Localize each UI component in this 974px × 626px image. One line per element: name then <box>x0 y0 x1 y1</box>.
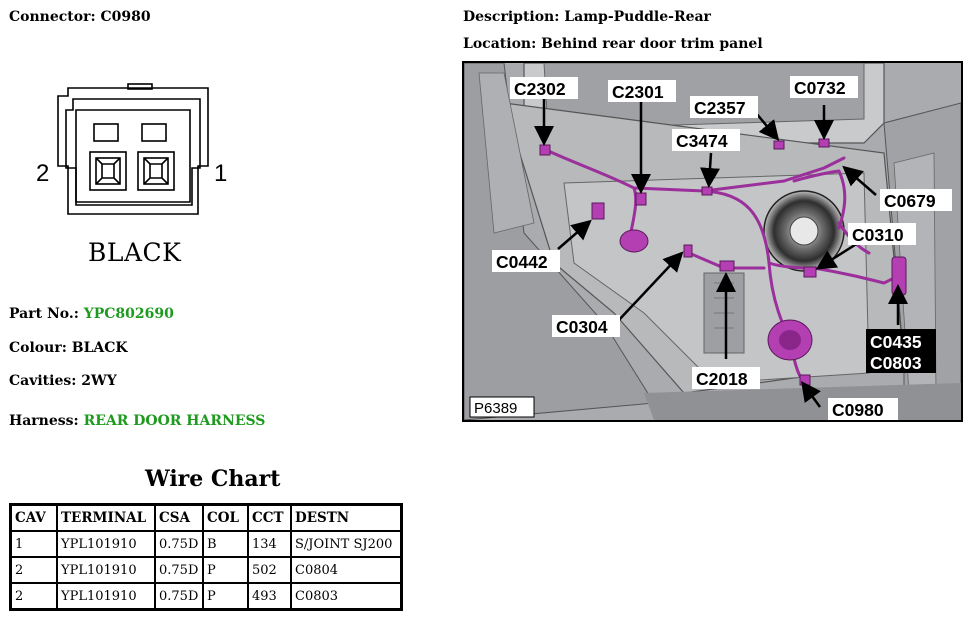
harness-label: Harness: <box>9 413 79 429</box>
cell-col: P <box>202 556 249 584</box>
cavities-label: Cavities: <box>9 373 77 389</box>
location-line: Location: Behind rear door trim panel <box>463 36 763 52</box>
door-panel-illustration: C2302 C2301 C2357 C0732 C3474 C0679 C031… <box>464 63 961 420</box>
callout-C0679: C0679 <box>884 191 936 211</box>
cavities-value: 2WY <box>81 373 117 389</box>
col-cav: CAV <box>9 503 58 532</box>
connector-C0980-body <box>799 374 811 386</box>
cell-terminal: YPL101910 <box>56 530 156 558</box>
cavities-line: Cavities: 2WY <box>9 373 117 389</box>
callout-C2302: C2302 <box>514 79 566 99</box>
description-line: Description: Lamp-Puddle-Rear <box>463 9 711 25</box>
callout-C0304: C0304 <box>556 317 608 337</box>
col-csa: CSA <box>154 503 204 532</box>
table-row: 2 YPL101910 0.75D P 502 C0804 <box>9 556 403 584</box>
connector-label: Connector: <box>9 9 96 25</box>
col-col: COL <box>202 503 249 532</box>
cell-csa: 0.75D <box>154 556 204 584</box>
cell-terminal: YPL101910 <box>56 556 156 584</box>
cell-csa: 0.75D <box>154 530 204 558</box>
cell-cav: 2 <box>9 556 58 584</box>
location-value: Behind rear door trim panel <box>541 36 763 52</box>
part-number-label: Part No.: <box>9 306 79 322</box>
cell-cct: 493 <box>247 582 292 611</box>
cell-col: P <box>202 582 249 611</box>
location-label: Location: <box>463 36 537 52</box>
cell-cav: 1 <box>9 530 58 558</box>
connector-heading: Connector: C0980 <box>9 9 151 25</box>
grommet-upper <box>619 229 649 253</box>
cell-cav: 2 <box>9 582 58 611</box>
callout-C2357: C2357 <box>694 98 746 118</box>
description-value: Lamp-Puddle-Rear <box>564 9 711 25</box>
wire-chart-title: Wire Chart <box>145 466 281 492</box>
connector-outline <box>57 87 209 215</box>
col-terminal: TERMINAL <box>56 503 156 532</box>
connector-C2018-body <box>719 260 735 272</box>
callout-C0803: C0803 <box>870 353 922 373</box>
cell-destn: C0803 <box>290 582 403 611</box>
wire-chart-table: CAV TERMINAL CSA COL CCT DESTN 1 YPL1019… <box>9 503 403 611</box>
wire-chart-header-row: CAV TERMINAL CSA COL CCT DESTN <box>9 503 403 532</box>
table-row: 2 YPL101910 0.75D P 493 C0803 <box>9 582 403 611</box>
cell-cct: 134 <box>247 530 292 558</box>
callout-C0310: C0310 <box>852 225 904 245</box>
connector-C2357-body <box>773 140 785 150</box>
callout-C3474: C3474 <box>676 131 728 151</box>
part-number-link[interactable]: YPC802690 <box>83 306 174 322</box>
callout-C0442: C0442 <box>496 252 548 272</box>
connector-face-diagram <box>57 83 209 215</box>
cell-cct: 502 <box>247 556 292 584</box>
colour-value: BLACK <box>71 340 128 356</box>
connector-latch <box>127 83 153 90</box>
connector-C0732-body <box>818 138 830 148</box>
colour-label: Colour: <box>9 340 67 356</box>
connector-C0304-body <box>683 244 693 258</box>
connector-color-label: BLACK <box>88 238 182 267</box>
callout-C2301: C2301 <box>612 82 664 102</box>
connector-C0442-body <box>591 202 605 220</box>
part-number-line: Part No.: YPC802690 <box>9 306 174 322</box>
colour-line: Colour: BLACK <box>9 340 128 356</box>
connector-C2301-body <box>635 192 647 206</box>
description-label: Description: <box>463 9 560 25</box>
connector-id: C0980 <box>100 9 151 25</box>
pin-label-1: 1 <box>214 160 228 187</box>
cell-col: B <box>202 530 249 558</box>
col-destn: DESTN <box>290 503 403 532</box>
cell-terminal: YPL101910 <box>56 582 156 611</box>
cavity-2 <box>89 151 127 191</box>
cavity-1 <box>137 151 175 191</box>
callout-C2018: C2018 <box>696 369 748 389</box>
cell-csa: 0.75D <box>154 582 204 611</box>
callout-C0732: C0732 <box>794 78 846 98</box>
cell-destn: C0804 <box>290 556 403 584</box>
cell-destn: S/JOINT SJ200 <box>290 530 403 558</box>
table-row: 1 YPL101910 0.75D B 134 S/JOINT SJ200 <box>9 530 403 558</box>
figure-id: P6389 <box>474 400 517 417</box>
callout-C0980: C0980 <box>832 400 884 420</box>
connector-C3474-body <box>701 186 713 196</box>
harness-line: Harness: REAR DOOR HARNESS <box>9 413 265 429</box>
callout-C0435: C0435 <box>870 332 922 352</box>
pin-label-2: 2 <box>36 160 50 187</box>
connector-C0310-body <box>803 266 817 278</box>
location-diagram: C2302 C2301 C2357 C0732 C3474 C0679 C031… <box>462 61 963 422</box>
connector-C2302-body <box>539 144 551 156</box>
harness-link[interactable]: REAR DOOR HARNESS <box>83 413 266 429</box>
col-cct: CCT <box>247 503 292 532</box>
